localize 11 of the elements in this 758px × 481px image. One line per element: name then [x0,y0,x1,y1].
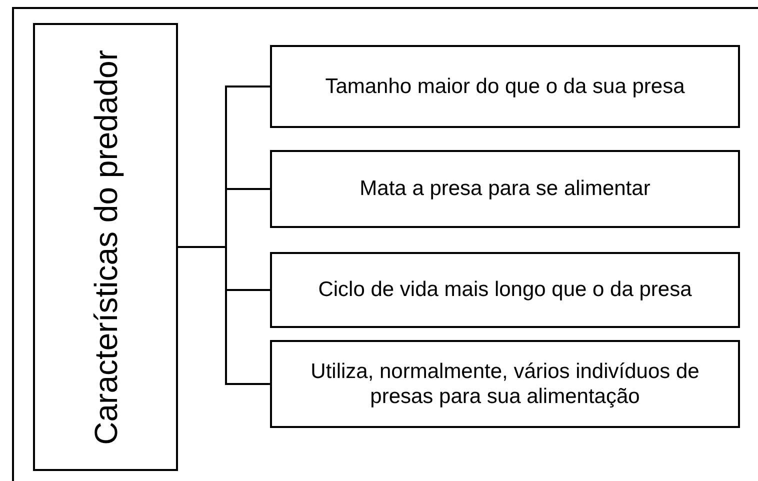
connector-line [178,246,270,385]
title-text: Características do predador [90,50,122,444]
feature-text: Tamanho maior do que o da sua presa [325,74,685,100]
feature-box [270,150,740,228]
feature-box [270,340,740,428]
feature-text: Mata a presa para se alimentar [360,176,650,202]
feature-box [270,252,740,328]
feature-text: Utiliza, normalmente, vários indivíduos de presas para sua alimentação [310,358,700,410]
feature-text: Ciclo de vida mais longo que o da presa [318,277,692,303]
feature-box [270,45,740,128]
title-box [33,23,178,471]
